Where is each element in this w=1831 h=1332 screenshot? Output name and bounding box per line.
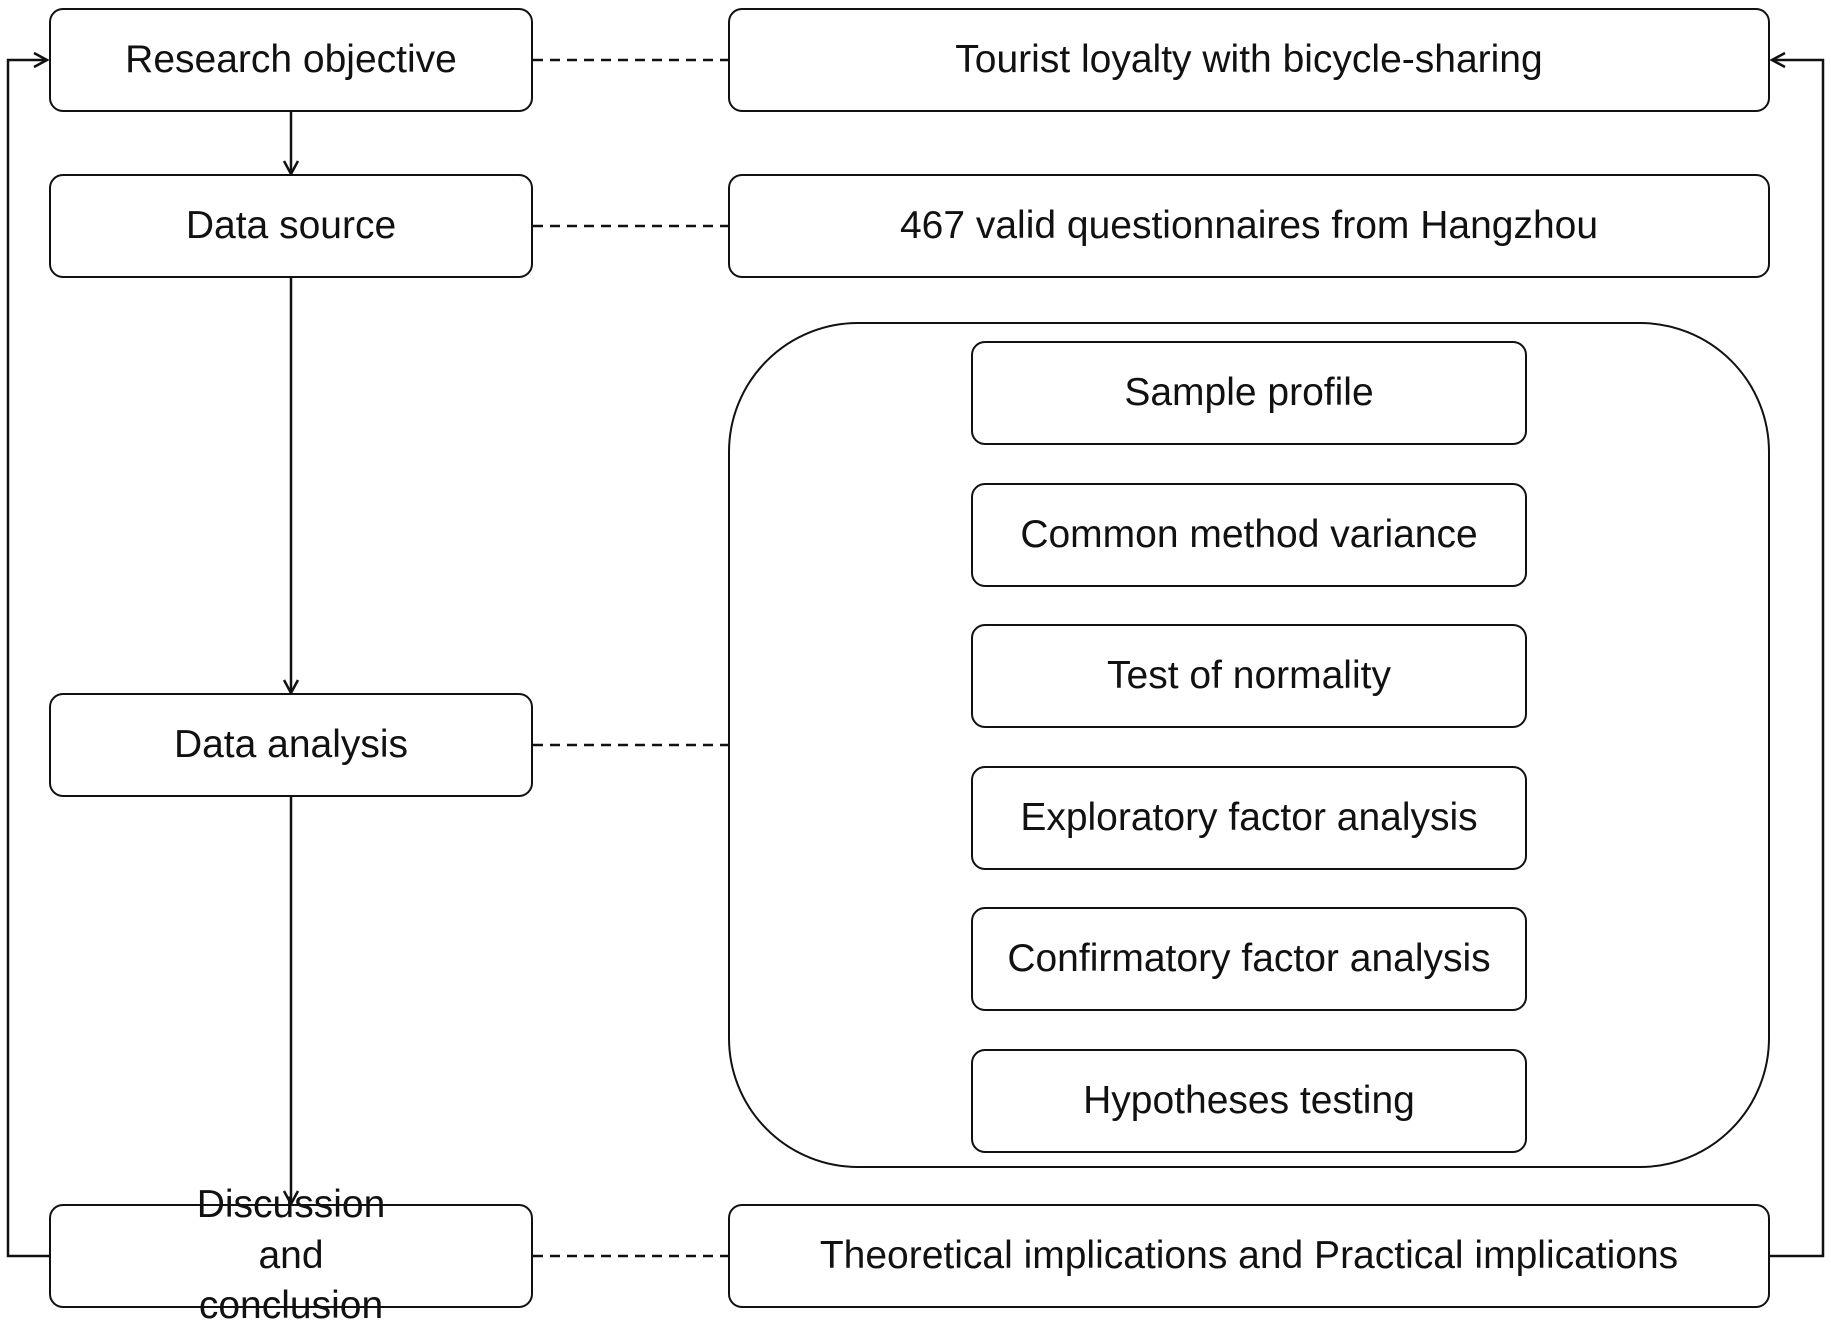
data-source-box: Data source <box>49 174 533 278</box>
data-analysis-label: Data analysis <box>173 722 409 766</box>
analysis-step-label: Test of normality <box>1107 653 1391 697</box>
research-objective-box: Research objective <box>49 8 533 112</box>
analysis-step-sample-profile: Sample profile <box>971 341 1527 445</box>
research-objective-label: Research objective <box>125 37 457 81</box>
source-detail-label: 467 valid questionnaires from Hangzhou <box>899 203 1599 247</box>
analysis-step-label: Common method variance <box>1020 512 1478 556</box>
analysis-step-label: Confirmatory factor analysis <box>1007 936 1491 980</box>
analysis-step-label: Hypotheses testing <box>1083 1078 1415 1122</box>
source-detail-box: 467 valid questionnaires from Hangzhou <box>728 174 1770 278</box>
analysis-step-label: Exploratory factor analysis <box>1020 795 1478 839</box>
objective-detail-label: Tourist loyalty with bicycle-sharing <box>955 37 1543 81</box>
analysis-step-exploratory-factor-analysis: Exploratory factor analysis <box>971 766 1527 870</box>
implications-box: Theoretical implications and Practical i… <box>728 1204 1770 1308</box>
analysis-step-confirmatory-factor-analysis: Confirmatory factor analysis <box>971 907 1527 1011</box>
discussion-box: Discussion and conclusion <box>49 1183 533 1327</box>
implications-label: Theoretical implications and Practical i… <box>819 1233 1679 1277</box>
analysis-step-common-method-variance: Common method variance <box>971 483 1527 587</box>
analysis-step-test-of-normality: Test of normality <box>971 624 1527 728</box>
analysis-panel <box>728 322 1770 1168</box>
analysis-step-label: Sample profile <box>1124 370 1374 414</box>
analysis-step-hypotheses-testing: Hypotheses testing <box>971 1049 1527 1153</box>
feedback-arrow-left <box>6 51 50 1258</box>
feedback-arrow-right <box>1769 51 1825 1258</box>
data-analysis-box: Data analysis <box>49 693 533 797</box>
data-source-label: Data source <box>185 203 397 247</box>
discussion-label: Discussion and conclusion <box>196 1182 386 1328</box>
objective-detail-box: Tourist loyalty with bicycle-sharing <box>728 8 1770 112</box>
